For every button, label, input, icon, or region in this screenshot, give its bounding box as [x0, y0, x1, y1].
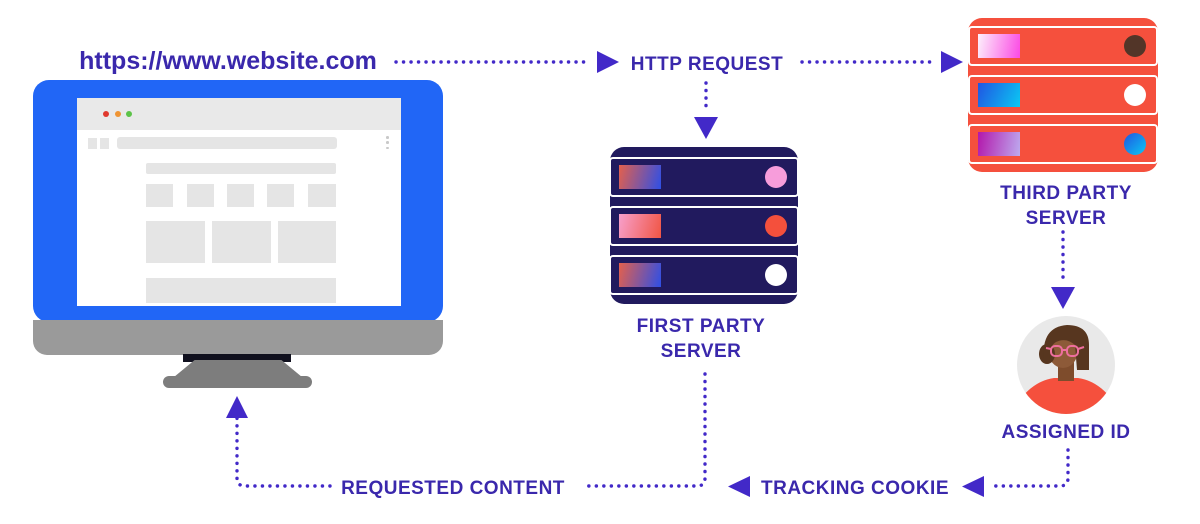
http-request-label: HTTP REQUEST: [630, 54, 784, 75]
requested-content-label: REQUESTED CONTENT: [341, 478, 565, 499]
wireframe-block: [308, 184, 336, 207]
browser-menu-icon[interactable]: [386, 136, 389, 149]
monitor-stand-shadow: [183, 354, 291, 362]
wireframe-heading: [146, 163, 336, 174]
drive-light: [978, 34, 1020, 58]
drive-light: [978, 132, 1020, 156]
third-party-server-label: THIRD PARTY SERVER: [1000, 181, 1132, 231]
wireframe-block: [227, 184, 254, 207]
drive-led-icon: [765, 263, 787, 286]
drive-led-icon: [765, 214, 787, 237]
first-party-server-icon: [609, 147, 799, 304]
connector-assigned-id-to-tracking-cookie: [988, 448, 1070, 488]
wireframe-block: [146, 184, 173, 207]
label-line: SERVER: [1025, 208, 1107, 229]
monitor-stand-base: [163, 376, 312, 388]
drive-led-icon: [1124, 133, 1146, 155]
browser-forward-button[interactable]: [100, 138, 109, 149]
arrow-right-icon: [597, 51, 619, 73]
label-line: FIRST PARTY: [636, 316, 766, 337]
server-drive: [609, 205, 799, 246]
wireframe-card: [212, 221, 271, 263]
drive-led-icon: [1124, 35, 1146, 57]
window-control-close-icon[interactable]: [103, 111, 109, 117]
window-control-maximize-icon[interactable]: [126, 111, 132, 117]
user-avatar-icon: [1017, 316, 1115, 414]
wireframe-block: [187, 184, 214, 207]
wireframe-footer: [146, 278, 336, 303]
arrow-down-icon: [694, 117, 718, 139]
drive-light: [619, 262, 661, 287]
label-line: SERVER: [660, 341, 742, 362]
window-control-minimize-icon[interactable]: [115, 111, 121, 117]
drive-light: [619, 164, 661, 189]
server-drive: [609, 254, 799, 295]
browser-back-button[interactable]: [88, 138, 97, 149]
connector-requested-content-to-monitor: [235, 413, 332, 488]
server-drive: [968, 75, 1158, 115]
arrow-left-icon: [962, 476, 984, 497]
address-bar[interactable]: [117, 137, 337, 149]
monitor-bottom-bezel: [33, 320, 443, 355]
wireframe-card: [146, 221, 205, 263]
arrow-left-icon: [728, 476, 750, 497]
drive-led-icon: [765, 165, 787, 188]
label-line: THIRD PARTY: [1000, 183, 1132, 204]
first-party-server-label: FIRST PARTY SERVER: [637, 314, 766, 364]
website-url-label: https://www.website.com: [79, 47, 377, 75]
browser-title-bar: [77, 98, 401, 130]
arrow-right-icon: [941, 51, 963, 73]
tracking-cookie-label: TRACKING COOKIE: [761, 478, 949, 499]
browser-window: [77, 98, 401, 306]
drive-light: [978, 83, 1020, 107]
arrow-down-icon: [1051, 287, 1075, 309]
wireframe-block: [267, 184, 294, 207]
wireframe-card: [278, 221, 336, 263]
drive-light: [619, 213, 661, 238]
drive-led-icon: [1124, 84, 1146, 106]
server-drive: [968, 124, 1158, 164]
server-drive: [609, 156, 799, 197]
third-party-server-icon: [968, 18, 1158, 172]
assigned-id-label: ASSIGNED ID: [1001, 422, 1131, 443]
server-drive: [968, 26, 1158, 66]
connector-first-party-to-requested-content: [580, 372, 707, 488]
arrow-up-icon: [226, 396, 248, 418]
